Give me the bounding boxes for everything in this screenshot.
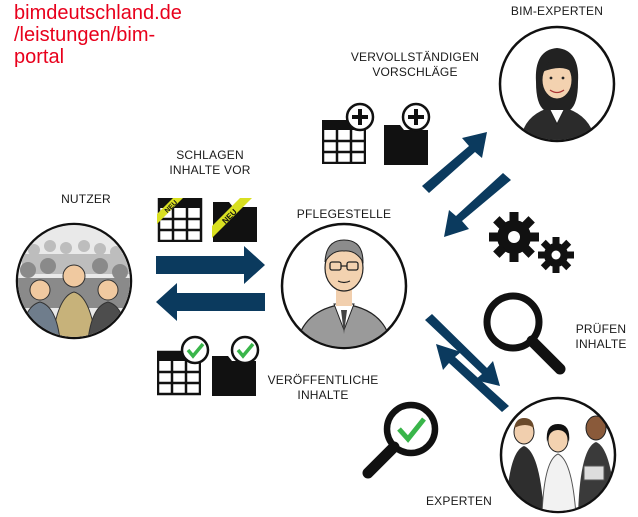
label-veroeff-line2: INHALTE	[297, 388, 349, 402]
nutzer-avatar	[15, 222, 133, 340]
label-schlagen-line2: INHALTE VOR	[169, 163, 251, 177]
plus-badge-icon	[345, 102, 375, 132]
source-url-line1: bimdeutschland.de	[14, 2, 182, 24]
label-veroeff-line1: VERÖFFENTLICHE	[267, 373, 379, 387]
table-icon	[157, 198, 203, 242]
check-badge-icon	[230, 335, 260, 365]
folder-icon	[384, 125, 428, 165]
arrow-to-experten	[425, 314, 500, 386]
arrow-to-pflegestelle	[156, 246, 265, 284]
arrow-to-bim-experten	[422, 132, 487, 193]
arrow-to-nutzer	[156, 283, 265, 321]
label-bim-experten: BIM-EXPERTEN	[510, 4, 604, 18]
label-nutzer: NUTZER	[61, 192, 111, 206]
label-pruefen-line1: PRÜFEN	[575, 322, 627, 336]
label-veroeffentliche-inhalte: VERÖFFENTLICHE INHALTE	[258, 373, 388, 403]
pflegestelle-avatar	[280, 222, 408, 350]
label-pruefen-line2: INHALTE	[575, 337, 627, 351]
experten-avatar	[499, 396, 617, 514]
label-schlagen-inhalte-vor: SCHLAGEN INHALTE VOR	[155, 148, 265, 178]
label-pflegestelle: PFLEGESTELLE	[296, 207, 392, 221]
gears-icon	[489, 212, 574, 273]
check-badge-icon	[180, 335, 210, 365]
source-url-line2: /leistungen/bim-	[14, 24, 156, 46]
source-url: bimdeutschland.de /leistungen/bim- porta…	[14, 2, 182, 68]
source-url-line3: portal	[14, 46, 65, 68]
label-vervollstaendigen: VERVOLLSTÄNDIGEN VORSCHLÄGE	[340, 50, 490, 80]
label-experten: EXPERTEN	[425, 494, 493, 508]
label-schlagen-line1: SCHLAGEN	[176, 148, 244, 162]
magnifier-check-icon	[362, 401, 439, 479]
plus-badge-icon	[401, 102, 431, 132]
magnifier-icon	[483, 292, 566, 375]
label-pruefen-inhalte: PRÜFEN INHALTE	[568, 322, 634, 352]
bim-experten-avatar	[498, 25, 616, 143]
arrow-from-experten	[436, 344, 509, 412]
arrow-from-bim-experten	[444, 173, 511, 237]
label-vervoll-line1: VERVOLLSTÄNDIGEN	[350, 50, 480, 64]
label-vervoll-line2: VORSCHLÄGE	[372, 65, 458, 79]
